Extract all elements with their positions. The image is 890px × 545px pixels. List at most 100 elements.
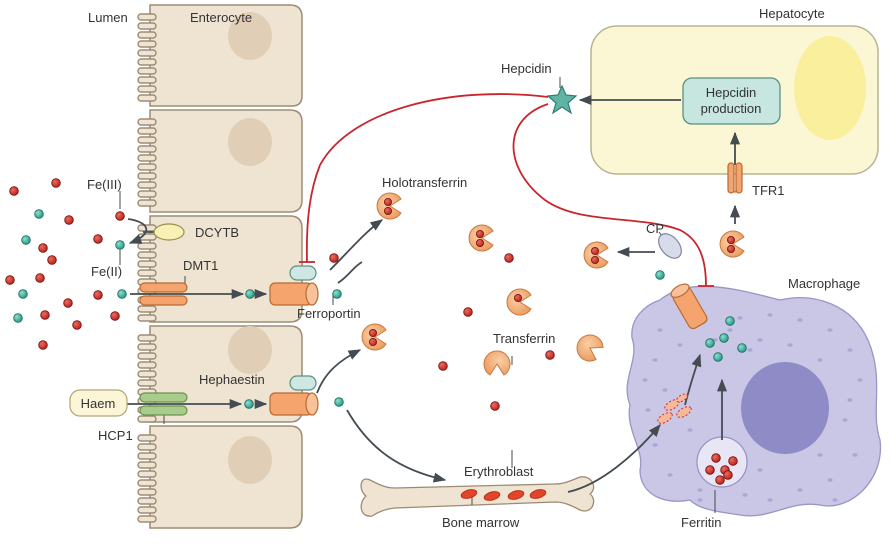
label-cp: CP <box>646 221 664 236</box>
iron-fe3-ion <box>711 453 721 463</box>
enterocyte-column <box>137 4 303 529</box>
iron-fe2-ion <box>334 397 344 407</box>
microvillus <box>137 461 157 469</box>
label-tfr1: TFR1 <box>752 183 785 198</box>
apotransferrin-molecule <box>576 334 604 362</box>
holotransferrin-molecule <box>376 192 402 220</box>
microvillus <box>137 22 157 30</box>
apotransferrin-molecule <box>483 350 511 376</box>
iron-fe3-ion <box>93 234 103 244</box>
label-dcytb: DCYTB <box>195 225 239 240</box>
iron-fe3 <box>727 236 735 244</box>
macrophage-texture-dot <box>742 493 748 497</box>
iron-fe3-ion <box>51 178 61 188</box>
microvillus <box>137 343 157 351</box>
macrophage-texture-dot <box>817 358 823 362</box>
label-ferritin: Ferritin <box>681 515 721 530</box>
macrophage-texture-dot <box>832 498 838 502</box>
transferrin-body <box>583 241 609 269</box>
transferrin-body <box>483 350 511 376</box>
ceruloplasmin <box>658 233 682 259</box>
erythroblasts <box>460 489 547 501</box>
iron-fe2-ion <box>13 313 23 323</box>
label-fe3: Fe(III) <box>87 177 122 192</box>
iron-fe3 <box>369 329 377 337</box>
enterocyte-cells <box>149 4 303 529</box>
iron-fe2-ion <box>18 289 28 299</box>
iron-fe3-ion <box>115 211 125 221</box>
holotransferrin-molecule <box>583 241 609 269</box>
iron-fe3-ion <box>9 186 19 196</box>
macrophage-texture-dot <box>767 313 773 317</box>
microvillus <box>137 260 157 268</box>
microvillus <box>137 452 157 460</box>
iron-fe2-ion <box>245 289 255 299</box>
macrophage <box>626 285 882 517</box>
label-macrophage: Macrophage <box>788 276 860 291</box>
iron-fe2-ion <box>713 352 723 362</box>
iron-fe2-ion <box>655 270 665 280</box>
iron-fe3-ion <box>110 311 120 321</box>
hephaestin-top <box>289 265 317 281</box>
iron-fe2-ion <box>34 209 44 219</box>
iron-fe3 <box>384 207 392 215</box>
microvillus <box>137 470 157 478</box>
label-haem: Haem <box>81 396 116 411</box>
microvillus <box>137 118 157 126</box>
iron-fe2-ion <box>115 240 125 250</box>
iron-fe3-ion <box>728 456 738 466</box>
iron-fe3 <box>369 338 377 346</box>
macrophage-texture-dot <box>817 453 823 457</box>
label-enterocyte: Enterocyte <box>190 10 252 25</box>
transferrin-body <box>361 323 387 351</box>
macrophage-texture-dot <box>857 378 863 382</box>
macrophage-nucleus <box>741 362 829 454</box>
macrophage-texture-dot <box>657 328 663 332</box>
label-hepcidin: Hepcidin <box>501 61 552 76</box>
microvillus <box>137 172 157 180</box>
microvillus <box>137 352 157 360</box>
iron-fe3-ion <box>715 475 725 485</box>
macrophage-texture-dot <box>847 348 853 352</box>
macrophage-texture-dot <box>797 318 803 322</box>
label-erythroblast: Erythroblast <box>464 464 534 479</box>
microvillus <box>137 415 157 423</box>
macrophage-texture-dot <box>827 328 833 332</box>
bone-marrow <box>360 476 595 517</box>
iron-fe3 <box>591 247 599 255</box>
microvillus <box>137 305 157 313</box>
microvillus <box>137 49 157 57</box>
iron-fe3-ion <box>63 298 73 308</box>
macrophage-texture-dot <box>727 328 733 332</box>
macrophage-texture-dot <box>842 418 848 422</box>
macrophage-texture-dot <box>787 343 793 347</box>
iron-fe3-ion <box>38 340 48 350</box>
microvillus <box>137 94 157 102</box>
iron-fe2-ion <box>725 316 735 326</box>
iron-fe3 <box>514 294 522 302</box>
microvillus <box>137 506 157 514</box>
microvillus <box>137 199 157 207</box>
iron-fe2-ion <box>244 399 254 409</box>
holotransferrin-molecule <box>719 230 745 258</box>
microvillus <box>137 76 157 84</box>
transferrin-body <box>468 224 494 252</box>
microvillus <box>137 136 157 144</box>
dcytb-protein <box>153 223 185 241</box>
microvillus <box>137 269 157 277</box>
degraded-erythrocytes <box>657 393 692 424</box>
iron-fe3-ion <box>463 307 473 317</box>
microvillus <box>137 40 157 48</box>
holotransferrin-molecule <box>361 323 387 351</box>
label-bone-marrow: Bone marrow <box>442 515 520 530</box>
microvillus <box>137 190 157 198</box>
macrophage-texture-dot <box>677 343 683 347</box>
microvillus <box>137 67 157 75</box>
iron-fe3-ion <box>723 470 733 480</box>
microvillus <box>137 242 157 250</box>
iron-fe2-ion <box>719 333 729 343</box>
iron-fe2-ion <box>332 289 342 299</box>
microvillus <box>137 163 157 171</box>
microvillus <box>137 443 157 451</box>
